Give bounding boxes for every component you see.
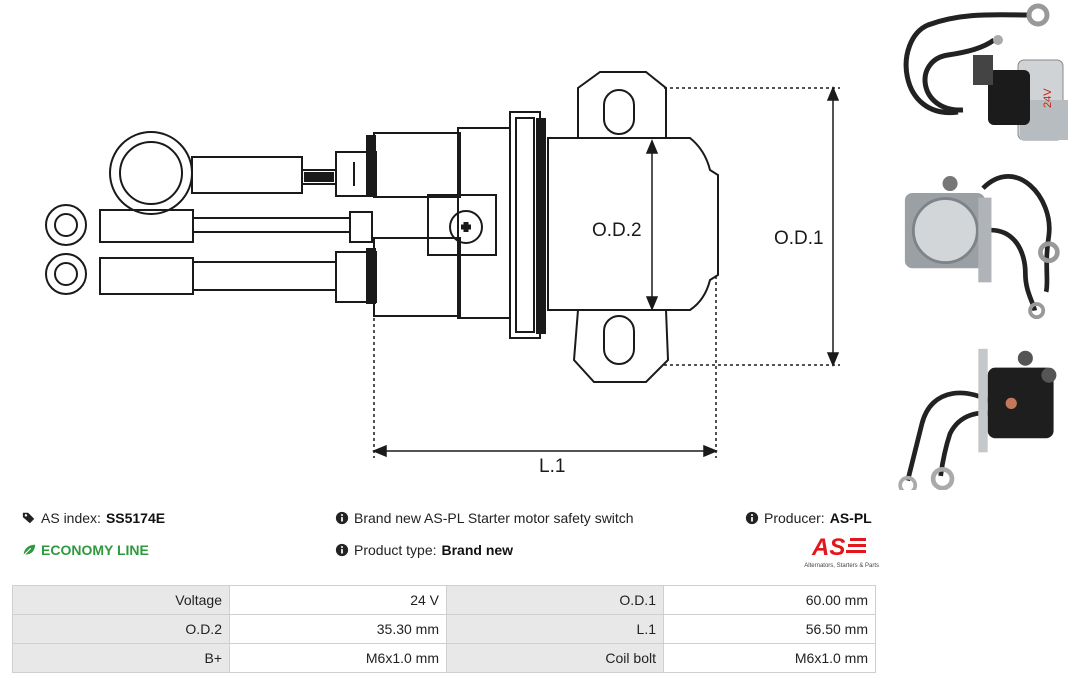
spec-label: Voltage [12,585,230,615]
od1-label: O.D.1 [774,228,824,249]
as-index: AS index: SS5174E [22,510,165,526]
table-row: O.D.2 35.30 mm L.1 56.50 mm [12,614,876,644]
table-row: Voltage 24 V O.D.1 60.00 mm [12,585,876,615]
spec-label: Coil bolt [446,643,664,673]
l1-label: L.1 [539,456,565,477]
producer-value: AS-PL [829,510,872,526]
economy-line-badge: ECONOMY LINE [22,542,149,558]
product-type: Product type: Brand new [335,542,513,558]
producer-label: Producer: [764,510,825,526]
spec-value: M6x1.0 mm [663,643,876,673]
spec-label: L.1 [446,614,664,644]
spec-label: O.D.2 [12,614,230,644]
spec-value: 60.00 mm [663,585,876,615]
description-text: Brand new AS-PL Starter motor safety swi… [354,510,634,526]
table-row: B+ M6x1.0 mm Coil bolt M6x1.0 mm [12,643,876,673]
product-photo-3 [898,348,1057,490]
tags-icon [22,512,35,524]
info-icon [335,543,349,557]
technical-drawing: O.D.1 O.D.2 L.1 [45,71,840,477]
logo-tagline: Alternators, Starters & Parts [804,563,879,569]
product-photo-2 [904,174,1060,320]
spec-table: Voltage 24 V O.D.1 60.00 mm O.D.2 35.30 … [12,585,876,673]
info-icon [335,511,349,525]
as-index-value: SS5174E [105,510,166,526]
product-description: Brand new AS-PL Starter motor safety swi… [335,510,634,526]
spec-value: 24 V [229,585,447,615]
product-photo-1: 24V [903,3,1068,141]
spec-value: M6x1.0 mm [229,643,447,673]
logo-text: AS [811,534,845,561]
spec-value: 56.50 mm [663,614,876,644]
economy-line-label: ECONOMY LINE [41,542,149,558]
spec-label: O.D.1 [446,585,664,615]
producer: Producer: AS-PL [745,510,872,526]
spec-label: B+ [12,643,230,673]
od2-label: O.D.2 [592,220,642,241]
product-type-label: Product type: [354,542,437,558]
product-type-value: Brand new [441,542,514,558]
spec-value: 35.30 mm [229,614,447,644]
photo-voltage-marking: 24V [1042,88,1054,108]
leaf-icon [23,544,36,556]
info-icon [745,511,759,525]
as-pl-logo: AS Alternators, Starters & Parts [804,534,879,569]
as-index-label: AS index: [41,510,101,526]
